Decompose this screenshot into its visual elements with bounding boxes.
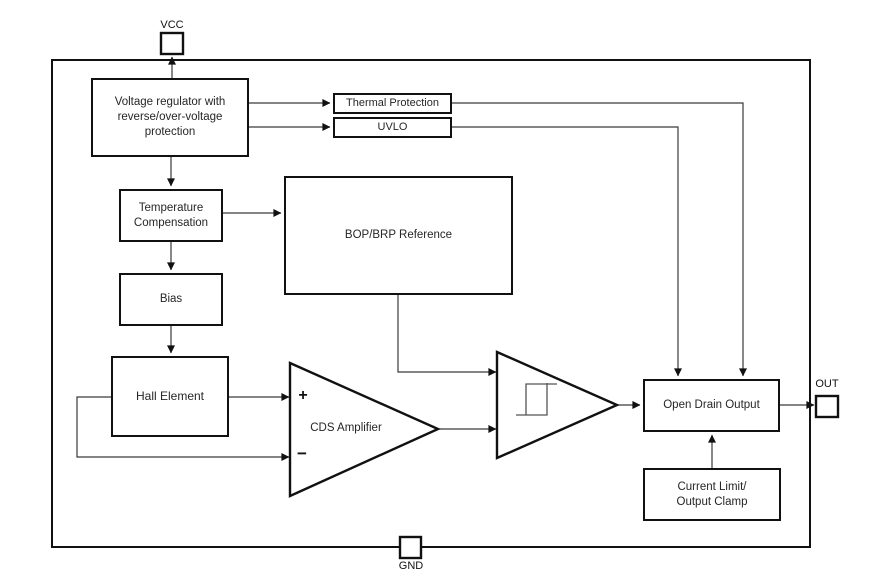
- thermal-protection-label: Thermal Protection: [346, 97, 439, 110]
- cds-amplifier-triangle: [288, 361, 441, 498]
- cds-amplifier-label: CDS Amplifier: [310, 422, 382, 434]
- current-limit-label-line1: Current Limit/: [677, 480, 747, 493]
- bias-label: Bias: [159, 293, 183, 306]
- wire-hall-to-minus-input: [76, 396, 290, 461]
- bias-block: Bias: [119, 273, 223, 326]
- voltage-regulator-block: Voltage regulator with reverse/over-volt…: [91, 78, 249, 157]
- wire-thermal-to-output: [452, 102, 747, 377]
- voltage-regulator-label-line1: Voltage regulator with: [114, 96, 226, 109]
- voltage-regulator-label-line3: protection: [144, 125, 196, 138]
- cds-plus-input-label: +: [298, 387, 308, 404]
- temperature-compensation-label-line1: Temperature: [138, 201, 204, 214]
- open-drain-output-block: Open Drain Output: [643, 379, 780, 432]
- wire-uvlo-to-output: [452, 126, 682, 377]
- out-pin-label: OUT: [815, 378, 839, 390]
- out-pin: [814, 394, 840, 419]
- current-limit-block: Current Limit/ Output Clamp: [643, 468, 781, 521]
- voltage-regulator-label-line2: reverse/over-voltage: [117, 111, 223, 124]
- current-limit-label-line2: Output Clamp: [676, 495, 748, 508]
- cds-minus-input-label: −: [297, 444, 307, 463]
- wire-reference-to-schmitt: [397, 295, 497, 376]
- gnd-pin: [398, 535, 423, 560]
- bop-brp-reference-label: BOP/BRP Reference: [344, 229, 453, 242]
- bop-brp-reference-block: BOP/BRP Reference: [284, 176, 513, 295]
- thermal-protection-block: Thermal Protection: [333, 93, 452, 114]
- vcc-pin-label: VCC: [160, 19, 184, 31]
- open-drain-output-label: Open Drain Output: [663, 399, 760, 412]
- chip-boundary: [51, 59, 811, 548]
- temperature-compensation-label-line2: Compensation: [133, 216, 209, 229]
- uvlo-block: UVLO: [333, 117, 452, 138]
- gnd-pin-label: GND: [398, 560, 424, 572]
- uvlo-label: UVLO: [377, 121, 408, 134]
- hall-element-block: Hall Element: [111, 356, 229, 437]
- hysteresis-icon: [516, 383, 548, 416]
- vcc-pin: [159, 31, 185, 56]
- schmitt-trigger-triangle: [495, 350, 620, 460]
- temperature-compensation-block: Temperature Compensation: [119, 189, 223, 242]
- hall-element-label: Hall Element: [135, 388, 205, 403]
